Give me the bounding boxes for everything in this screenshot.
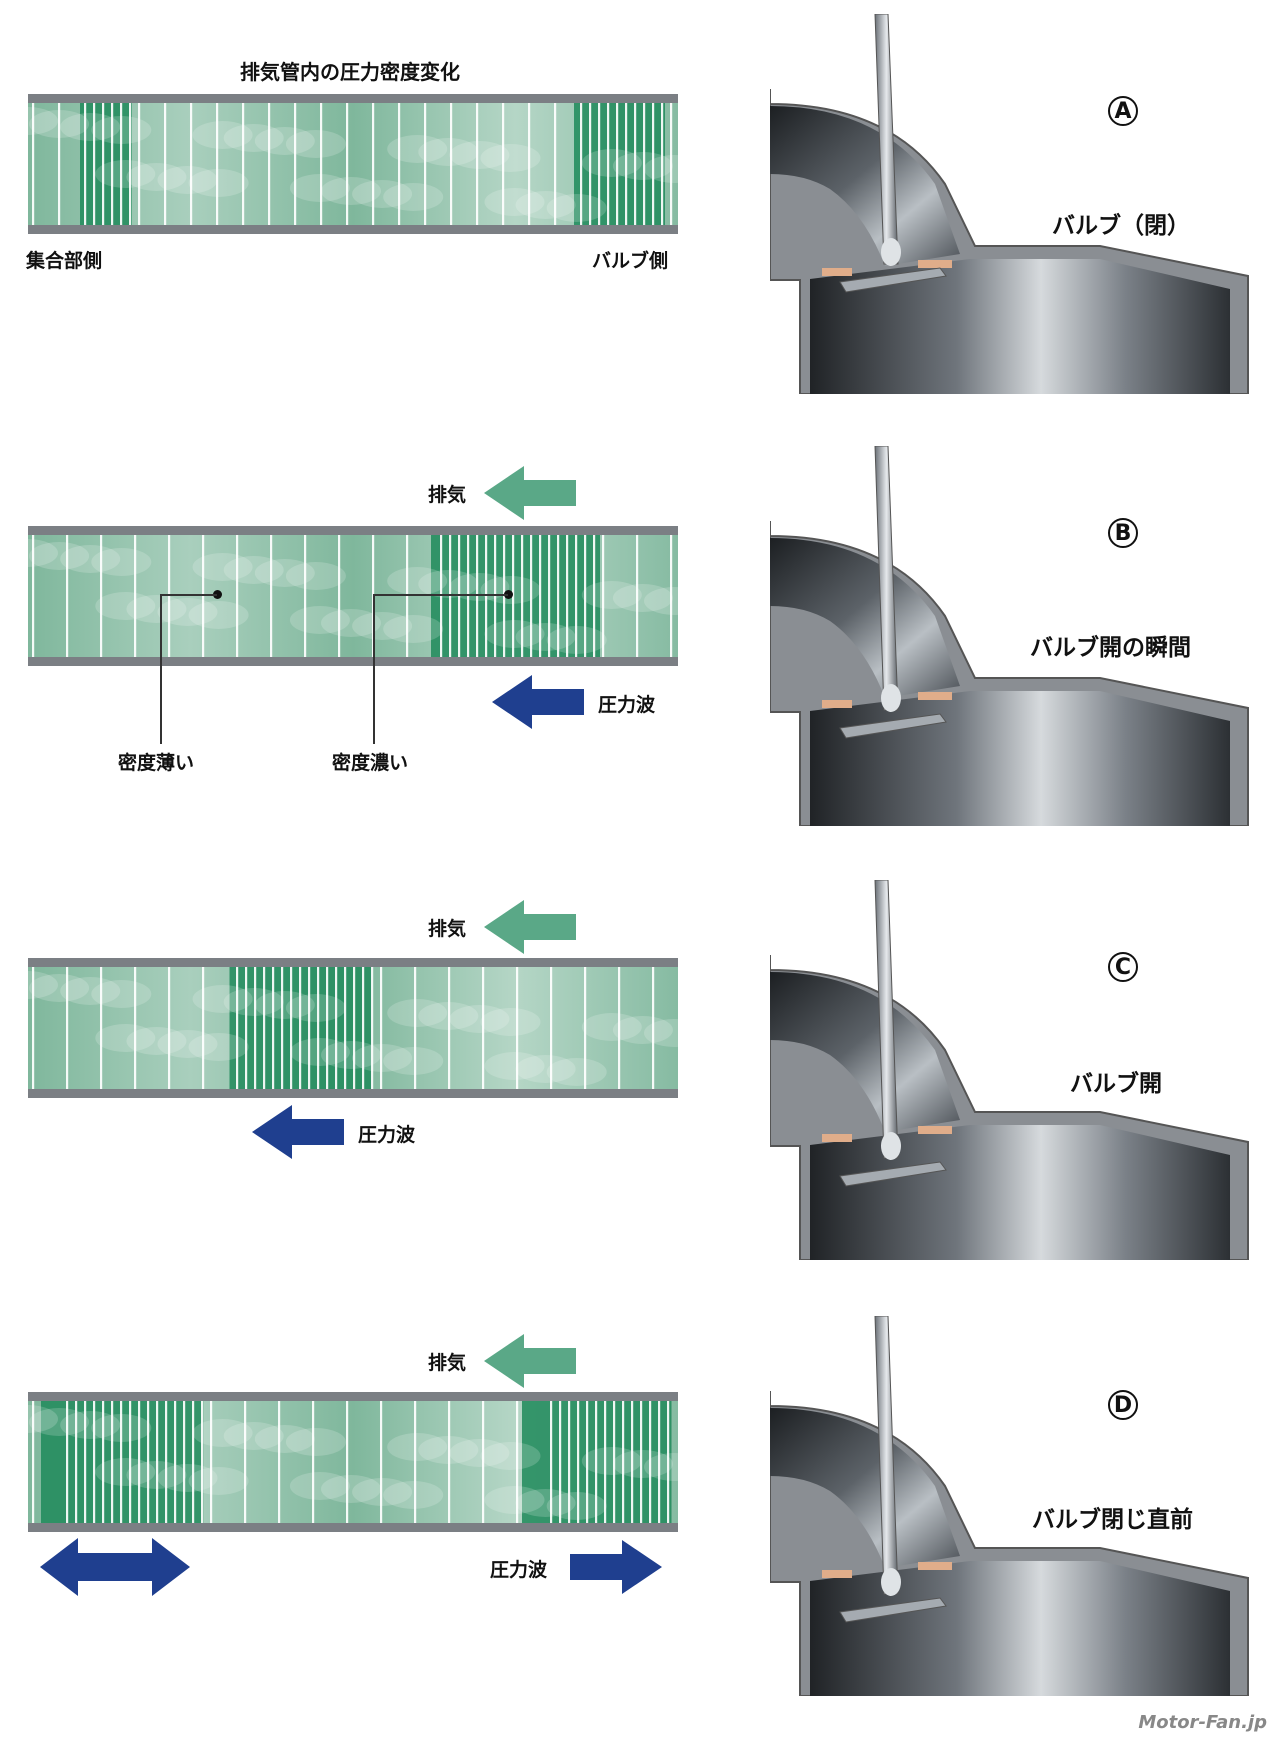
exhaust-arrow-b: [484, 466, 576, 520]
valve-svg-d: [769, 1315, 1249, 1697]
exhaust-arrow-c: [484, 900, 576, 954]
pressure-wave-arrow-d: [570, 1540, 662, 1594]
panel-letter-a: A: [1108, 96, 1138, 126]
density-dense-leader-v: [373, 594, 375, 744]
collector-side-label: 集合部側: [26, 250, 103, 272]
density-thin-dot: [213, 590, 222, 599]
pressure-wave-arrow-b: [492, 675, 584, 729]
pressure-wave-arrow-c: [252, 1105, 344, 1159]
density-dense-dot: [504, 590, 513, 599]
pipe-svg-c: [0, 958, 704, 1098]
panel-letter-d: D: [1108, 1390, 1138, 1420]
density-dense-label: 密度濃い: [332, 752, 409, 774]
valve-svg-b: [769, 445, 1249, 827]
pipe-svg-b: [0, 526, 704, 666]
valve-side-label: バルブ側: [592, 250, 669, 272]
valve-state-c: バルブ開: [1070, 1071, 1162, 1097]
valve-state-d: バルブ閉じ直前: [1032, 1507, 1193, 1533]
pressure-wave-label-b: 圧力波: [598, 694, 656, 716]
density-thin-label: 密度薄い: [118, 752, 195, 774]
panel-letter-c: C: [1108, 952, 1138, 982]
valve-panel-d: [769, 1315, 1250, 1697]
density-dense-leader-h: [373, 594, 508, 596]
pipe-svg-d: [0, 1392, 704, 1532]
pipe-svg-a: [0, 94, 704, 234]
valve-svg-c: [769, 879, 1249, 1261]
valve-state-b: バルブ開の瞬間: [1030, 635, 1191, 661]
valve-panel-b: [769, 445, 1250, 827]
pipe-d: [0, 1392, 704, 1532]
pipe-a: [0, 94, 704, 234]
density-thin-leader-h: [160, 594, 217, 596]
density-thin-leader-v: [160, 594, 162, 744]
exhaust-label-c: 排気: [428, 918, 467, 940]
diagram-title: 排気管内の圧力密度変化: [240, 60, 460, 84]
valve-svg-a: [769, 13, 1249, 395]
watermark: Motor-Fan.jp: [1138, 1712, 1267, 1733]
pressure-wave-label-c: 圧力波: [358, 1124, 416, 1146]
exhaust-label-d: 排気: [428, 1352, 467, 1374]
pressure-wave-label-d: 圧力波: [490, 1559, 548, 1581]
panel-letter-b: B: [1108, 518, 1138, 548]
exhaust-label-b: 排気: [428, 484, 467, 506]
bidirectional-arrow-d: [40, 1538, 190, 1596]
valve-panel-a: [769, 13, 1250, 395]
pipe-b: [0, 526, 704, 666]
valve-state-a: バルブ（閉）: [1052, 213, 1190, 239]
pipe-c: [0, 958, 704, 1098]
valve-panel-c: [769, 879, 1250, 1261]
exhaust-arrow-d: [484, 1334, 576, 1388]
